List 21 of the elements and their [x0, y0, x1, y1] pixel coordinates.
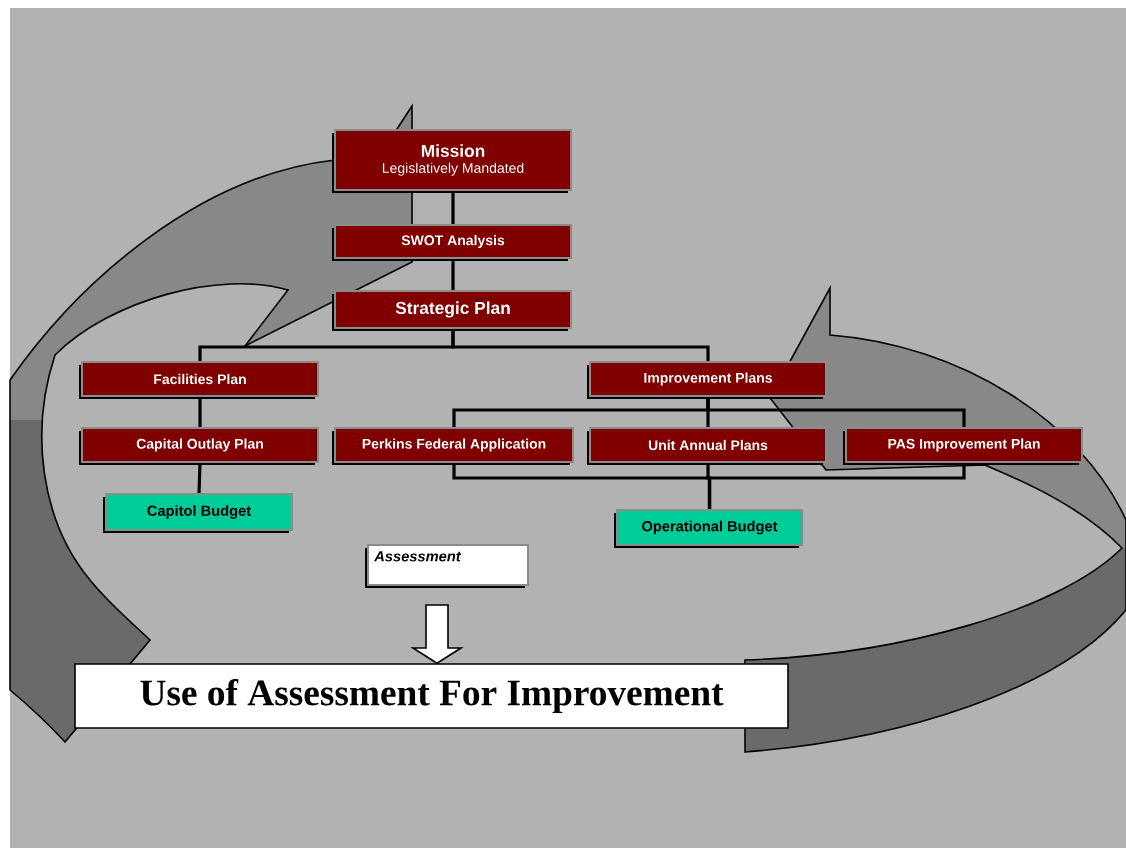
connector-line: [706, 397, 966, 427]
process-box: SWOT Analysis: [332, 224, 572, 261]
block-arrow: [410, 604, 464, 665]
process-box: Perkins Federal Application: [332, 427, 574, 465]
process-box: Mission Legislatively Mandated: [332, 129, 572, 193]
connector-line: [707, 463, 966, 509]
budget-box: Capitol Budget: [103, 493, 293, 533]
process-box: Improvement Plans: [587, 361, 827, 399]
process-box: Capital Outlay Plan: [79, 427, 319, 465]
assessment-box: Assessment: [365, 544, 529, 588]
process-box: PAS Improvement Plan: [843, 427, 1083, 465]
connector-line: [451, 329, 710, 361]
connector-line: [197, 462, 202, 494]
process-box: Strategic Plan: [332, 290, 572, 331]
process-box: Unit Annual Plans: [587, 427, 827, 465]
connector-line: [198, 397, 202, 427]
budget-box: Operational Budget: [614, 509, 803, 548]
connector-line: [451, 259, 455, 290]
process-box: Facilities Plan: [79, 361, 319, 399]
connector-line: [451, 191, 455, 224]
banner-box: Use of Assessment For Improvement: [74, 663, 789, 729]
